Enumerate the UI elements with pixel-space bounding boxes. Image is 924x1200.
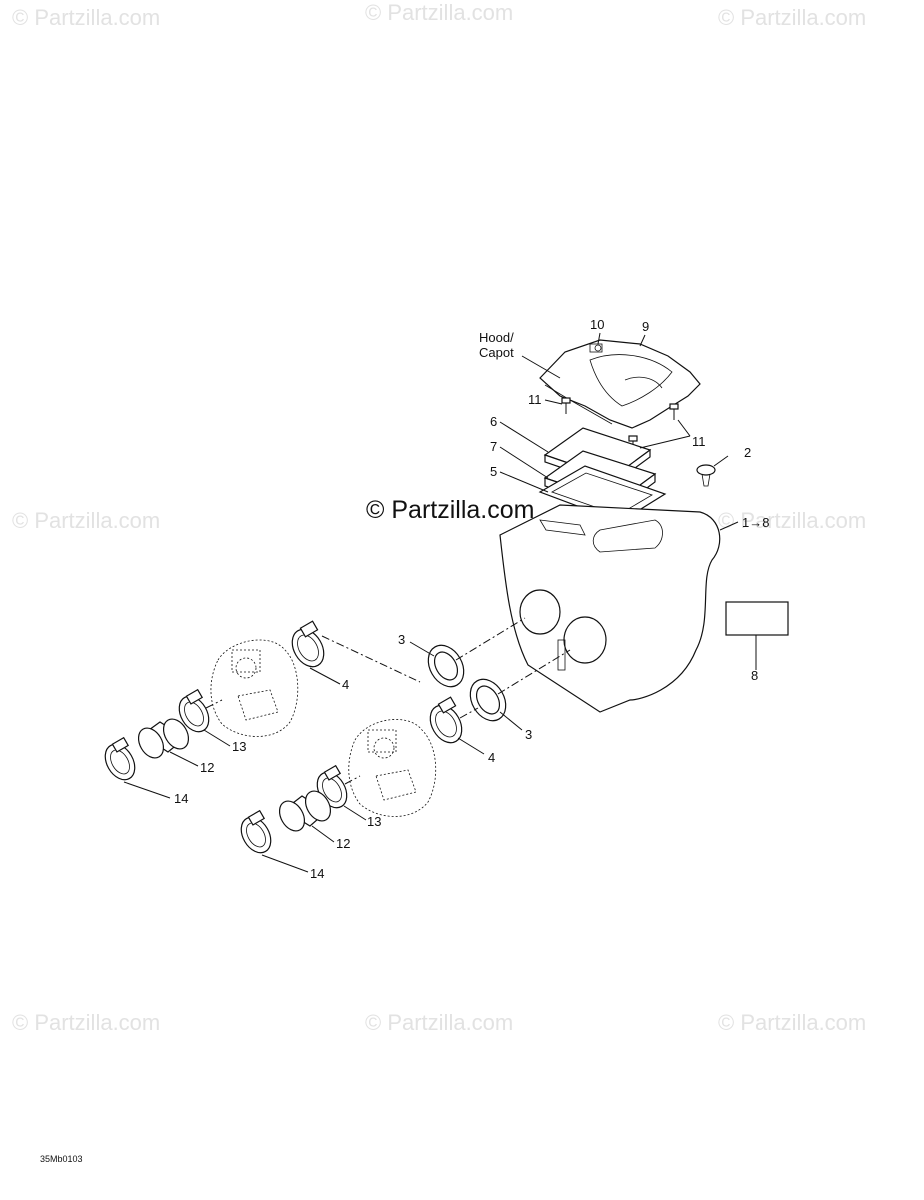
watermark-center: © Partzilla.com <box>366 496 534 524</box>
assembly-lines <box>205 617 571 785</box>
screw-icon <box>561 397 571 414</box>
watermark-tile: © Partzilla.com <box>12 508 160 533</box>
callout-3: 3 <box>398 632 405 647</box>
callout-14: 14 <box>174 791 188 806</box>
clamp-14-lower <box>240 809 272 854</box>
adaptor-12-upper <box>137 718 190 759</box>
callout-12: 12 <box>200 760 214 775</box>
callout-13: 13 <box>232 739 246 754</box>
watermark-tile: © Partzilla.com <box>365 0 513 25</box>
callout-capot: Capot <box>479 345 514 360</box>
callout-6: 6 <box>490 414 497 429</box>
watermark-tile: © Partzilla.com <box>718 1010 866 1035</box>
callout-4: 4 <box>488 750 495 765</box>
clamp-14-upper <box>104 736 136 781</box>
callout-hood: Hood/ <box>479 330 514 345</box>
rubber-ring-upper <box>427 644 465 688</box>
leader-lines <box>123 332 757 873</box>
clip-fastener-icon <box>696 464 716 487</box>
callout-1-8: 1→8 <box>742 515 769 530</box>
watermark-tile: © Partzilla.com <box>365 1010 513 1035</box>
carburetor-lower <box>348 719 437 817</box>
callout-11: 11 <box>528 392 542 407</box>
callout-9: 9 <box>642 319 649 334</box>
callout-14: 14 <box>310 866 324 881</box>
clamp-13-upper <box>178 688 210 733</box>
filter-stack <box>538 427 667 523</box>
callout-3: 3 <box>525 727 532 742</box>
callout-labels: Hood/ Capot 10 9 11 11 6 7 5 2 1→8 3 3 4… <box>174 317 769 881</box>
clamp-4-lower <box>429 696 463 744</box>
callout-10: 10 <box>590 317 604 332</box>
hood-decal <box>589 343 603 353</box>
diagram-code: 35Mb0103 <box>40 1154 83 1164</box>
watermark-tile: © Partzilla.com <box>12 1010 160 1035</box>
decal-label-box <box>725 601 789 636</box>
callout-11: 11 <box>692 434 706 449</box>
callout-13: 13 <box>367 814 381 829</box>
watermark-tile: © Partzilla.com <box>718 508 866 533</box>
rubber-ring-lower <box>469 678 507 722</box>
carburetor-upper <box>210 639 299 737</box>
air-silencer-base <box>499 504 721 713</box>
callout-2: 2 <box>744 445 751 460</box>
screw-icon <box>669 403 679 420</box>
air-silencer-hood <box>539 339 701 429</box>
callout-8: 8 <box>751 668 758 683</box>
callout-4: 4 <box>342 677 349 692</box>
clamp-4-upper <box>291 620 325 668</box>
callout-12: 12 <box>336 836 350 851</box>
adaptor-12-lower <box>278 790 332 832</box>
watermark-tile: © Partzilla.com <box>12 5 160 30</box>
watermark-tiles: © Partzilla.com © Partzilla.com © Partzi… <box>12 0 866 1035</box>
watermark-tile: © Partzilla.com <box>718 5 866 30</box>
callout-5: 5 <box>490 464 497 479</box>
screws <box>561 397 679 452</box>
callout-7: 7 <box>490 439 497 454</box>
